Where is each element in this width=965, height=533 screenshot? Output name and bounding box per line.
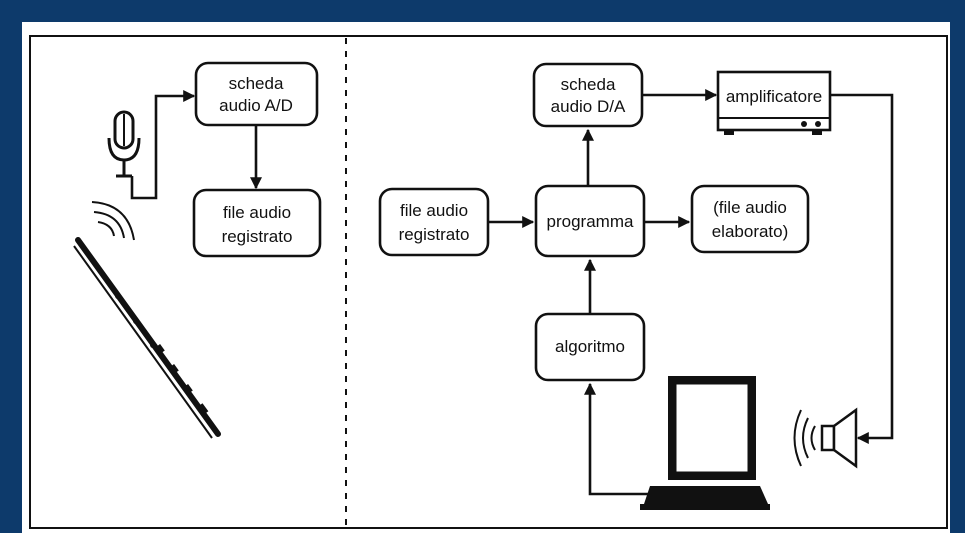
dac-card-box: scheda audio D/A — [532, 62, 644, 128]
algorithm-label: algoritmo — [555, 337, 625, 356]
microphone-icon — [107, 110, 141, 178]
adc-card-label-line1: scheda — [229, 74, 284, 93]
amplifier-to-speaker-arrow — [831, 93, 894, 444]
amplifier-label: amplificatore — [726, 87, 822, 106]
mic-to-adc-arrow — [130, 90, 196, 200]
diagram-border — [29, 35, 948, 529]
program-box: programma — [534, 184, 646, 258]
dac-card-label-line1: scheda — [561, 75, 616, 94]
adc-card-box: scheda audio A/D — [194, 61, 319, 127]
dac-card-label-line2: audio D/A — [551, 97, 626, 116]
sound-waves-icon — [91, 201, 135, 241]
flute-icon — [73, 237, 221, 439]
amplifier-device-icon — [716, 70, 832, 135]
recorded-file-box-right: file audio registrato — [378, 187, 490, 257]
recorded-file-left-label-line2: registrato — [222, 227, 293, 246]
program-label: programma — [547, 212, 634, 231]
speaker-icon — [793, 407, 858, 469]
computer-to-algorithm-arrow — [584, 382, 650, 496]
recorded-file-left-label-line1: file audio — [223, 203, 291, 222]
processed-file-label-line1: (file audio — [713, 198, 787, 217]
adc-card-label-line2: audio A/D — [219, 96, 293, 115]
processed-file-label-line2: elaborato) — [712, 222, 789, 241]
processed-file-box: (file audio elaborato) — [690, 184, 810, 254]
computer-icon — [640, 376, 770, 510]
recorded-file-right-label-line1: file audio — [400, 201, 468, 220]
recorded-file-right-label-line2: registrato — [399, 225, 470, 244]
recorded-file-box-left: file audio registrato — [192, 188, 322, 258]
algorithm-box: algoritmo — [534, 312, 646, 382]
